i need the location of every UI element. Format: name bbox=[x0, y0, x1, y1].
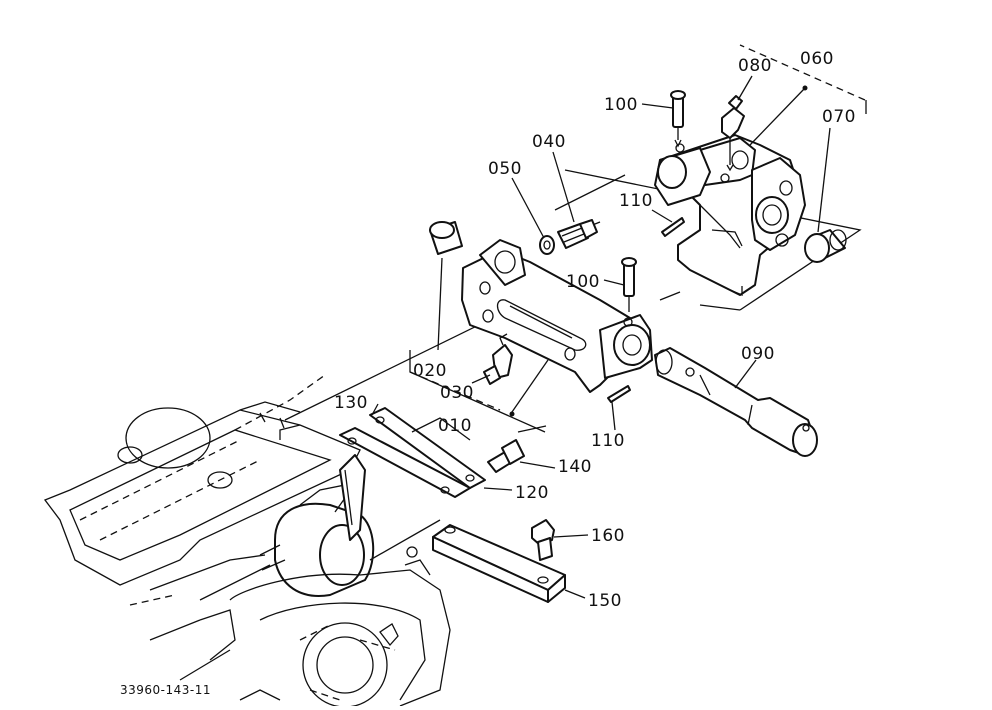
washer-050 bbox=[539, 235, 555, 255]
label-130: 130 bbox=[334, 393, 368, 413]
leader-lines bbox=[371, 75, 831, 599]
pin-100-upper bbox=[670, 90, 686, 148]
cotter-pin-110-upper bbox=[661, 217, 685, 237]
label-040: 040 bbox=[532, 132, 566, 152]
bushing-070 bbox=[804, 229, 847, 263]
label-160: 160 bbox=[591, 526, 625, 546]
label-060: 060 bbox=[800, 49, 834, 69]
label-020: 020 bbox=[413, 361, 447, 381]
part-labels: 100 080 060 070 040 050 110 100 020 030 … bbox=[334, 49, 856, 611]
bolt-140 bbox=[487, 439, 525, 473]
label-050: 050 bbox=[488, 159, 522, 179]
label-080: 080 bbox=[738, 56, 772, 76]
bracket-060 bbox=[654, 134, 806, 296]
drawing-code: 33960-143-11 bbox=[120, 683, 211, 697]
label-150: 150 bbox=[588, 591, 622, 611]
block-150 bbox=[432, 524, 566, 603]
label-100-lower: 100 bbox=[566, 272, 600, 292]
label-100-upper: 100 bbox=[604, 95, 638, 115]
label-030: 030 bbox=[440, 383, 474, 403]
label-140: 140 bbox=[558, 457, 592, 477]
label-120: 120 bbox=[515, 483, 549, 503]
bushing-020 bbox=[429, 221, 463, 255]
label-090: 090 bbox=[741, 344, 775, 364]
grease-fitting-030 bbox=[483, 333, 513, 385]
label-010: 010 bbox=[438, 416, 472, 436]
label-070: 070 bbox=[822, 107, 856, 127]
tractor-body bbox=[43, 374, 451, 708]
arm-bracket-010 bbox=[461, 239, 653, 393]
label-110-upper: 110 bbox=[619, 191, 653, 211]
label-110-lower: 110 bbox=[591, 431, 625, 451]
bolt-160 bbox=[531, 519, 555, 561]
plate-120 bbox=[369, 407, 486, 489]
pin-100-lower bbox=[621, 257, 637, 312]
bolt-040 bbox=[557, 219, 598, 249]
cotter-pin-110-lower bbox=[607, 385, 631, 403]
shaft-090 bbox=[654, 347, 818, 457]
